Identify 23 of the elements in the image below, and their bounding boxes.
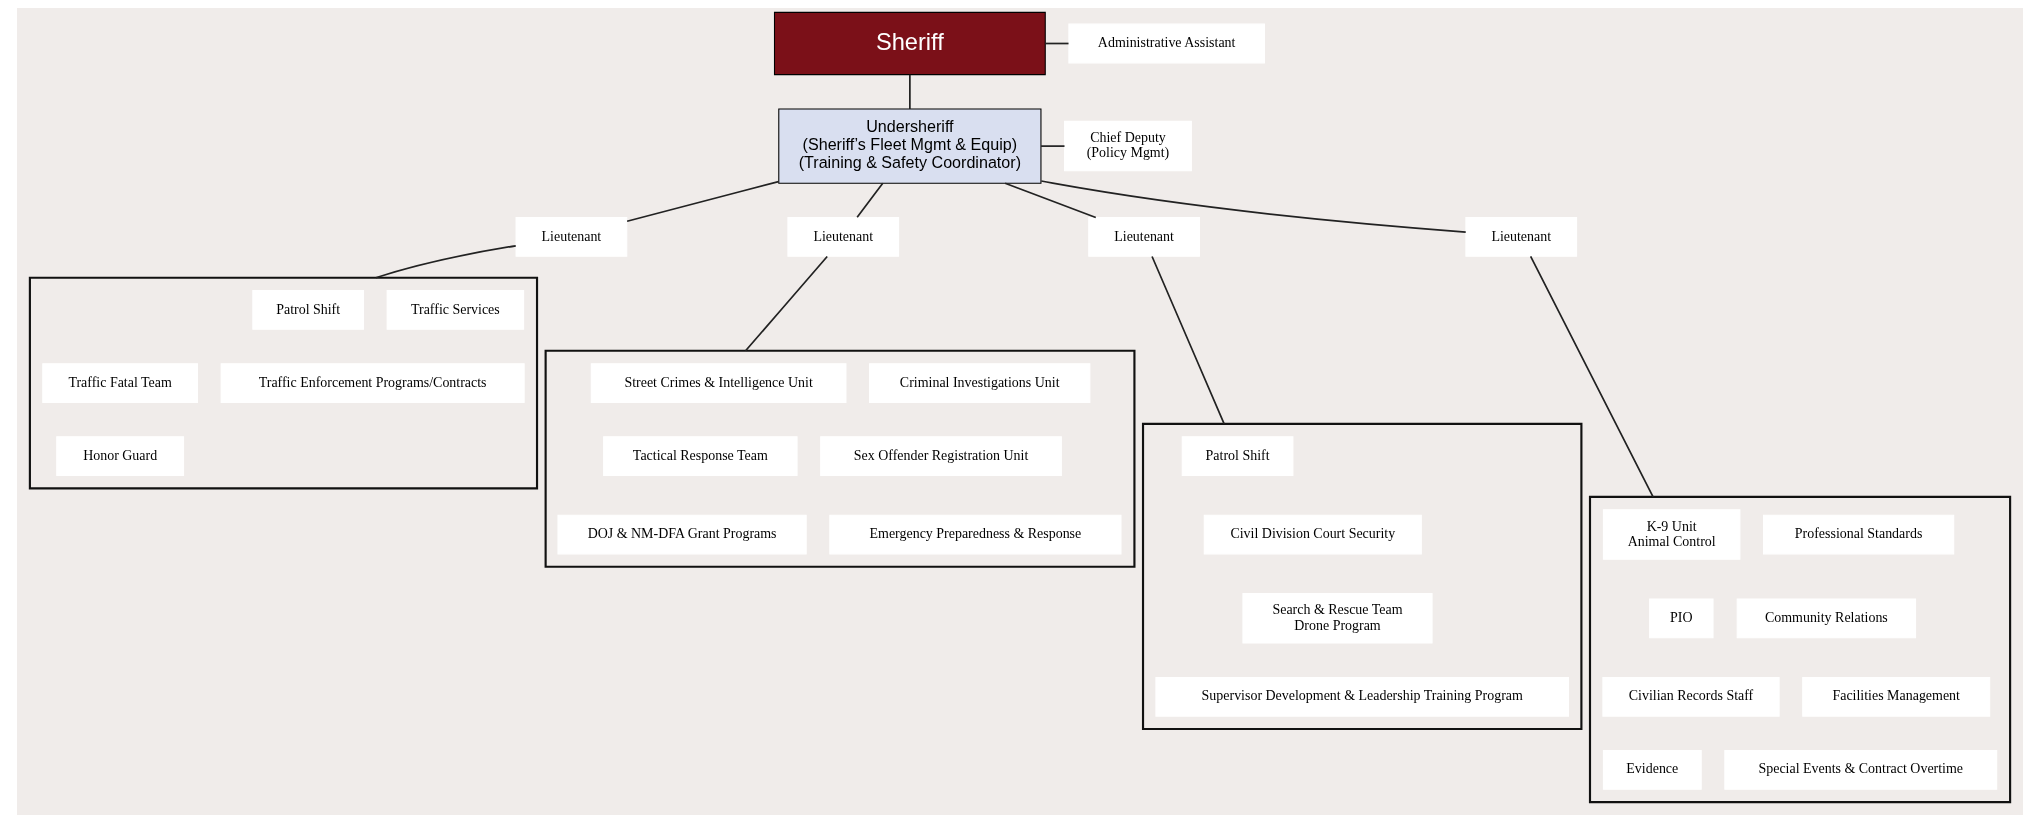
- node-box: Lieutenant: [515, 217, 628, 257]
- node-box: Lieutenant: [787, 217, 900, 257]
- connector: [909, 73, 911, 110]
- cluster: [28, 276, 539, 490]
- connector: [1529, 255, 1654, 498]
- connector: [1040, 145, 1066, 147]
- node-box: Undersheriff (Sheriff’s Fleet Mgmt & Equip) (Training & Safety Coordinator): [778, 108, 1042, 184]
- connector: [375, 244, 517, 279]
- connector: [626, 180, 780, 223]
- node-box: Lieutenant: [1465, 217, 1578, 257]
- connector: [856, 182, 884, 219]
- connector: [1004, 182, 1097, 219]
- node-box: Administrative Assistant: [1068, 23, 1265, 64]
- connector: [1040, 180, 1467, 233]
- node-box: Sheriff: [773, 11, 1046, 76]
- node-box: Lieutenant: [1088, 217, 1200, 257]
- cluster: [1588, 495, 2012, 804]
- node-box: Chief Deputy (Policy Mgmt): [1064, 120, 1192, 172]
- cluster: [544, 349, 1136, 568]
- connector: [1151, 255, 1225, 425]
- connector: [744, 255, 829, 352]
- connector: [1044, 42, 1070, 45]
- cluster: [1141, 422, 1583, 731]
